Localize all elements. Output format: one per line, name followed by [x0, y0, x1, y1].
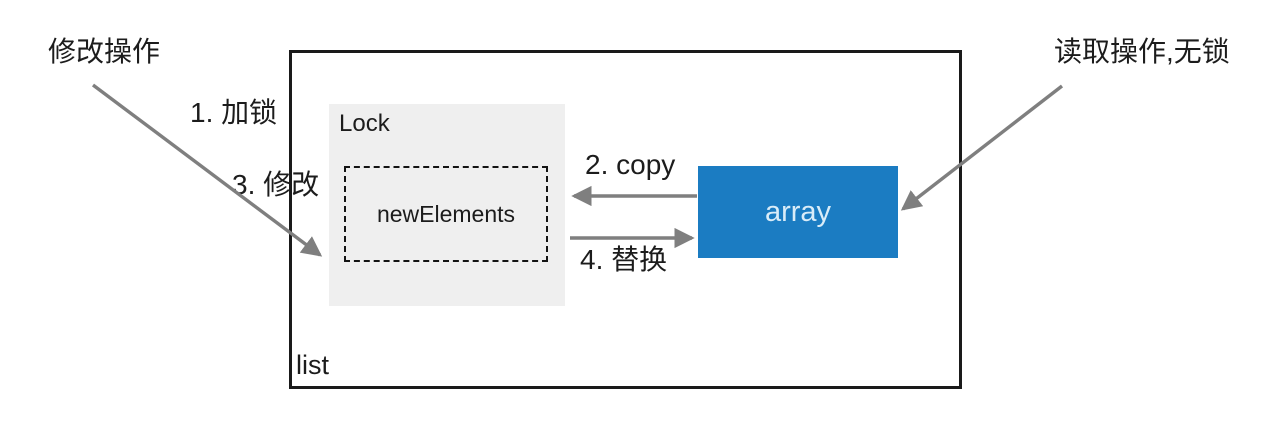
array-label: array — [764, 195, 832, 228]
lock-box: Lock — [329, 104, 565, 306]
read-operation-label: 读取操作,无锁 — [1054, 36, 1230, 67]
step2-copy-label: 2. copy — [585, 149, 676, 180]
modify-operation-label: 修改操作 — [48, 36, 161, 67]
lock-label: Lock — [339, 110, 390, 137]
array-box: array — [698, 166, 898, 258]
list-label: list — [296, 350, 329, 380]
step4-replace-label: 4. 替换 — [580, 244, 668, 275]
new-elements-box: newElements — [344, 166, 548, 262]
new-elements-label: newElements — [376, 200, 516, 227]
step1-lock-label: 1. 加锁 — [190, 97, 278, 128]
